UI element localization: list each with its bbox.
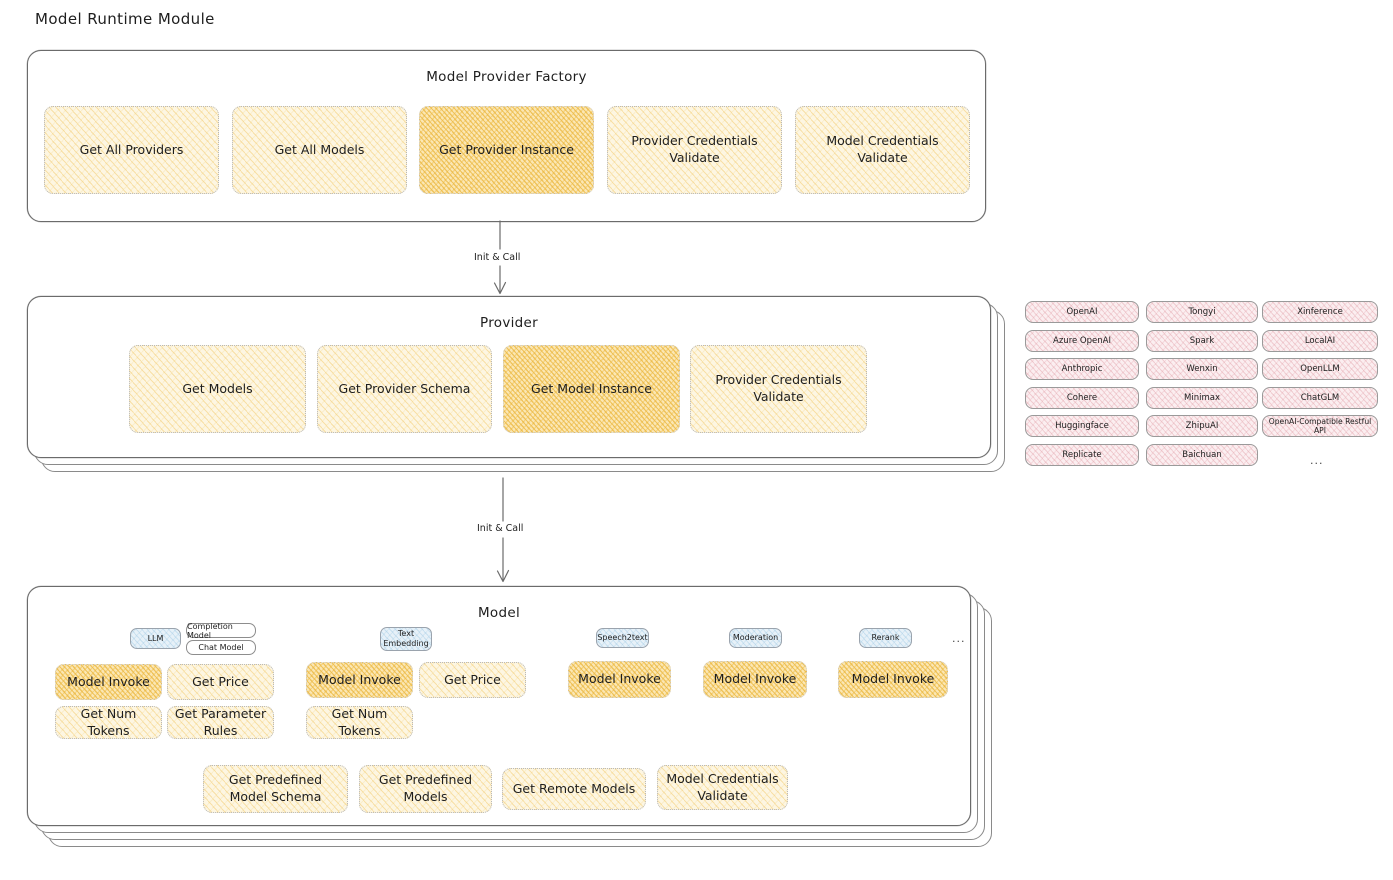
provider-tag-replicate[interactable]: Replicate [1025,444,1139,466]
model-type-chip-llm[interactable]: LLM [130,628,181,649]
model-type-chip-moderation[interactable]: Moderation [729,628,782,648]
provider-tag-baichuan[interactable]: Baichuan [1146,444,1258,466]
factory-box-3[interactable]: Get Provider Instance [419,106,594,194]
model-common-box-2[interactable]: Get Predefined Models [359,765,492,813]
model-op-box[interactable]: Model Invoke [568,661,671,698]
provider-tag-anthropic[interactable]: Anthropic [1025,358,1139,381]
provider-tag-zhipuai[interactable]: ZhipuAI [1146,415,1258,438]
model-op-box[interactable]: Get Parameter Rules [167,706,274,739]
provider-tag-azure-openai[interactable]: Azure OpenAI [1025,329,1139,352]
provider-tag-minimax[interactable]: Minimax [1146,386,1258,409]
section-title-factory: Model Provider Factory [426,69,587,85]
provider-tag-openllm[interactable]: OpenLLM [1262,358,1378,381]
provider-box-2[interactable]: Get Provider Schema [317,345,492,433]
model-subtype-chip-completion-model[interactable]: Completion Model [186,622,256,640]
provider-tag-wenxin[interactable]: Wenxin [1146,358,1258,381]
provider-tag-spark[interactable]: Spark [1146,329,1258,352]
factory-box-1[interactable]: Get All Providers [44,106,219,194]
model-op-box[interactable]: Get Price [419,662,526,698]
model-op-box[interactable]: Model Invoke [306,662,413,698]
section-title-model: Model [477,605,521,621]
provider-box-3[interactable]: Get Model Instance [503,345,680,433]
model-type-chip-text-embedding[interactable]: Text Embedding [380,627,432,651]
model-op-box[interactable]: Get Num Tokens [306,706,413,739]
provider-tag-xinference[interactable]: Xinference [1262,301,1378,323]
section-model: Model [27,586,971,826]
model-op-box[interactable]: Get Num Tokens [55,706,162,739]
provider-tag-localai[interactable]: LocalAI [1262,329,1378,352]
model-op-box[interactable]: Model Invoke [838,661,948,698]
provider-tag-openai[interactable]: OpenAI [1025,301,1139,323]
provider-tag-huggingface[interactable]: Huggingface [1025,415,1139,438]
model-op-box[interactable]: Model Invoke [703,661,807,698]
model-op-box[interactable]: Get Price [167,664,274,700]
provider-tag-tongyi[interactable]: Tongyi [1146,301,1258,323]
factory-box-5[interactable]: Model Credentials Validate [795,106,970,194]
model-type-chip-rerank[interactable]: Rerank [859,628,912,648]
provider-list-more-ellipsis: ... [1310,454,1324,467]
model-subtype-chip-chat-model[interactable]: Chat Model [186,640,256,655]
factory-box-2[interactable]: Get All Models [232,106,407,194]
provider-tag-openai-compatible-restful-api[interactable]: OpenAI-Compatible Restful API [1262,415,1378,438]
arrow-2-label: Init & Call [473,523,528,534]
model-common-box-4[interactable]: Model Credentials Validate [657,765,788,810]
model-types-more-ellipsis: ... [952,632,966,645]
factory-box-4[interactable]: Provider Credentials Validate [607,106,782,194]
model-op-box[interactable]: Model Invoke [55,664,162,700]
provider-tag-chatglm[interactable]: ChatGLM [1262,386,1378,409]
section-title-provider: Provider [480,315,538,331]
model-common-box-3[interactable]: Get Remote Models [502,768,646,810]
arrow-1-label: Init & Call [470,252,525,263]
provider-tag-cohere[interactable]: Cohere [1025,386,1139,409]
model-type-chip-speech2text[interactable]: Speech2text [596,628,649,648]
model-common-box-1[interactable]: Get Predefined Model Schema [203,765,348,813]
provider-box-1[interactable]: Get Models [129,345,306,433]
page-title: Model Runtime Module [35,10,215,28]
provider-box-4[interactable]: Provider Credentials Validate [690,345,867,433]
